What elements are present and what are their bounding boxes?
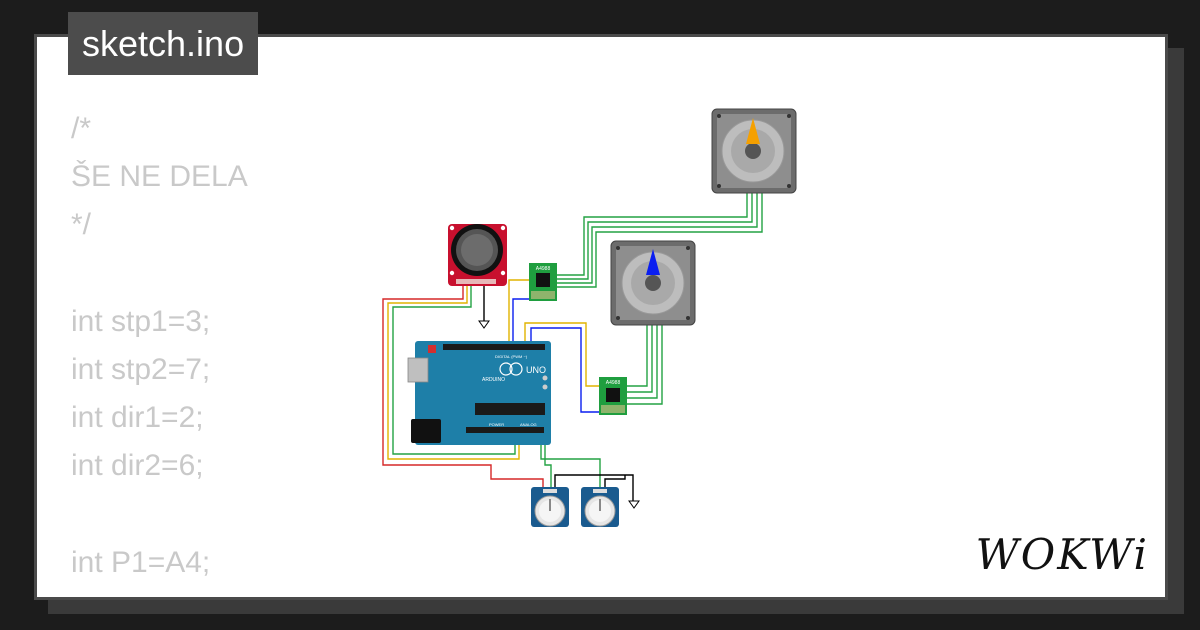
power-header-label: POWER bbox=[489, 422, 504, 427]
circuit-diagram: A4988 A4988 UNO ARDUINO DIGITAL (PWM ~) … bbox=[382, 108, 797, 527]
a4988-driver-2[interactable]: A4988 bbox=[599, 377, 627, 415]
code-line: /* bbox=[71, 112, 92, 145]
board-brand-label: ARDUINO bbox=[482, 377, 505, 383]
motor-pointer-icon bbox=[746, 118, 760, 144]
motor-pointer-icon bbox=[646, 249, 660, 275]
code-line: */ bbox=[71, 208, 92, 242]
potentiometer-2[interactable] bbox=[581, 487, 619, 527]
code-line: int stp2=7; bbox=[71, 352, 211, 386]
code-line: ŠE NE DELA bbox=[71, 160, 248, 194]
wokwi-logo: WOKWi bbox=[975, 530, 1149, 579]
code-preview: /* ŠE NE DELA */ int stp1=3; int stp2=7;… bbox=[71, 105, 248, 597]
wires bbox=[382, 189, 763, 501]
file-title: sketch.ino bbox=[68, 12, 259, 75]
driver-label: A4988 bbox=[536, 266, 551, 272]
board-name-label: UNO bbox=[526, 365, 546, 375]
code-line: int stp1=3; bbox=[71, 304, 211, 338]
code-line: int P2=A5; bbox=[71, 587, 248, 597]
ground-symbol bbox=[478, 320, 490, 329]
code-line: int P1=A4; bbox=[71, 545, 211, 579]
stepper-motor-1[interactable] bbox=[711, 108, 797, 194]
a4988-driver-1[interactable]: A4988 bbox=[529, 263, 557, 301]
code-line: int dir2=6; bbox=[71, 449, 204, 483]
stepper-motor-2[interactable] bbox=[610, 240, 696, 326]
joystick-module[interactable] bbox=[448, 224, 507, 286]
driver-label: A4988 bbox=[606, 380, 621, 386]
code-line: int dir1=2; bbox=[71, 401, 204, 435]
potentiometer-1[interactable] bbox=[531, 487, 569, 527]
ground-symbol bbox=[628, 500, 640, 509]
project-preview-card[interactable]: /* ŠE NE DELA */ int stp1=3; int stp2=7;… bbox=[34, 34, 1168, 600]
arduino-uno-board[interactable]: UNO ARDUINO DIGITAL (PWM ~) ANALOG POWER bbox=[407, 341, 551, 445]
analog-header-label: ANALOG bbox=[520, 422, 537, 427]
digital-header-label: DIGITAL (PWM ~) bbox=[495, 354, 528, 359]
